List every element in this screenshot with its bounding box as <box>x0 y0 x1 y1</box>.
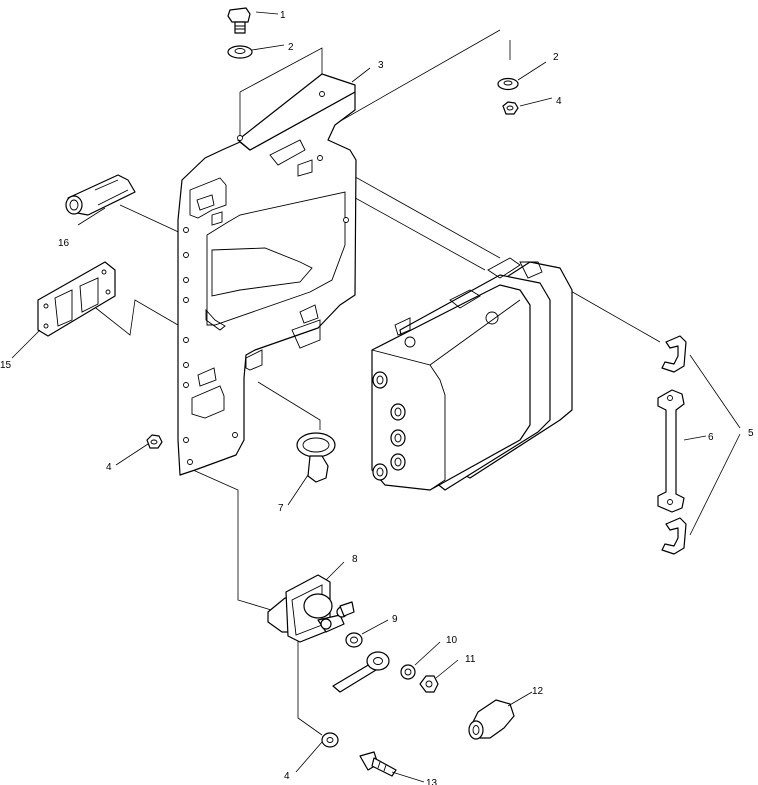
part-10-washer <box>400 664 416 680</box>
part-1-bolt <box>227 7 251 34</box>
callout-6: 6 <box>708 432 714 443</box>
callout-1: 1 <box>280 10 286 21</box>
callout-5: 5 <box>748 428 754 439</box>
part-4-washer-bottom <box>321 732 339 748</box>
callout-13: 13 <box>426 778 438 785</box>
callout-4-right: 4 <box>556 96 562 107</box>
callout-labels: 1 2 2 3 4 4 4 5 6 7 8 9 10 11 12 13 15 1… <box>0 10 754 785</box>
part-11-nut <box>419 675 439 693</box>
callout-3: 3 <box>378 60 384 71</box>
callout-10: 10 <box>446 635 458 646</box>
callout-4-bottom: 4 <box>284 771 290 782</box>
part-4-nut-right <box>502 101 519 115</box>
part-6-strap <box>657 389 685 513</box>
part-5-hook-upper <box>661 335 687 373</box>
part-8-relay <box>267 574 355 643</box>
part-16-tube <box>65 174 136 216</box>
callout-2-upper: 2 <box>288 42 294 53</box>
part-9-lock-washer <box>345 632 363 648</box>
part-12-boot <box>468 699 515 740</box>
callout-8: 8 <box>352 554 358 565</box>
part-3-mounting-plate <box>177 73 357 476</box>
part-13-bolt <box>359 751 397 777</box>
callout-9: 9 <box>392 614 398 625</box>
part-4-nut-left <box>146 434 163 449</box>
part-15-cover-plate <box>37 261 116 337</box>
part-7-clamp <box>296 432 336 483</box>
callout-4-left: 4 <box>106 462 112 473</box>
callout-12: 12 <box>532 686 544 697</box>
callout-2-right: 2 <box>553 52 559 63</box>
callout-11: 11 <box>465 654 476 665</box>
cable-terminal <box>332 651 390 693</box>
part-2-washer-right <box>497 77 519 91</box>
callout-16: 16 <box>58 238 70 249</box>
callout-15: 15 <box>0 360 12 371</box>
callout-leaders <box>11 11 741 783</box>
main-component-box <box>371 257 573 491</box>
part-5-hook-lower <box>661 517 687 555</box>
callout-7: 7 <box>278 503 284 514</box>
part-2-washer-upper <box>227 45 253 59</box>
